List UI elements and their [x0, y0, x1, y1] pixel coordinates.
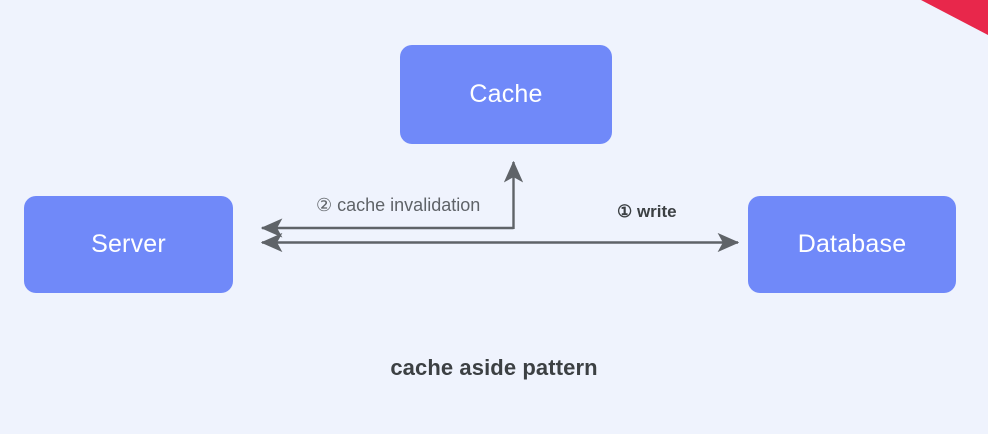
node-database[interactable]: Database — [748, 196, 956, 293]
node-database-label: Database — [797, 230, 907, 258]
diagram-caption: cache aside pattern — [390, 355, 598, 380]
node-cache[interactable]: Cache — [400, 45, 612, 144]
corner-flag-decoration — [921, 0, 988, 35]
node-server-label: Server — [91, 230, 166, 258]
edge-label-cache-invalidation: ② cache invalidation — [316, 195, 481, 215]
node-cache-label: Cache — [469, 80, 543, 108]
node-server[interactable]: Server — [24, 196, 233, 293]
edge-label-write: ① write — [617, 202, 677, 221]
